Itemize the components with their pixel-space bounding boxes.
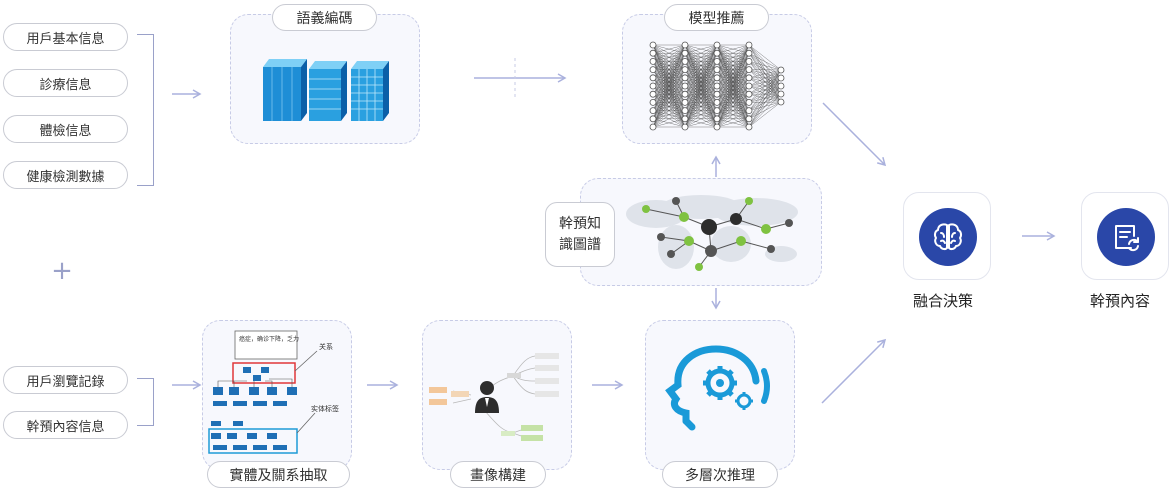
profile-building-panel	[422, 320, 572, 470]
nn-node	[745, 107, 753, 114]
knowledge-graph-icon	[626, 195, 798, 271]
nn-node	[649, 107, 657, 114]
nn-node	[681, 74, 689, 82]
input-diagnosis-info: 診療信息	[3, 69, 128, 97]
multi-level-reasoning-label: 多層次推理	[662, 461, 778, 488]
nn-node	[745, 49, 753, 57]
cube-stack-icon	[263, 59, 389, 121]
nn-node	[649, 99, 657, 106]
nn-node	[777, 74, 785, 82]
nn-node	[745, 115, 753, 123]
entity-diagram-icon: 癌症，确诊下降，乏力 关系 实体标签	[208, 330, 339, 454]
nn-node	[649, 82, 657, 90]
nn-node	[649, 58, 657, 65]
nn-node	[777, 90, 785, 98]
top-inputs-bracket	[137, 34, 154, 186]
nn-node	[649, 90, 657, 98]
relation-label: 关系	[319, 342, 333, 351]
nn-node	[713, 74, 721, 82]
model-recommendation-label: 模型推薦	[664, 4, 769, 31]
nn-node	[713, 58, 721, 65]
profile-building-label: 畫像構建	[450, 461, 546, 488]
input-user-basic-info: 用戶基本信息	[3, 23, 128, 51]
knowledge-graph-panel	[580, 178, 822, 286]
extraction-note: 癌症，确诊下降，乏力	[239, 335, 299, 343]
nn-node	[649, 115, 657, 123]
nn-node	[649, 41, 657, 49]
nn-node	[713, 99, 721, 106]
knowledge-graph-label: 幹預知 識圖譜	[545, 202, 615, 267]
nn-node	[777, 66, 785, 74]
nn-node	[713, 66, 721, 73]
intervention-content-label: 幹預內容	[1090, 292, 1151, 310]
input-health-data: 健康檢測數據	[3, 161, 128, 189]
semantic-encoding-label: 語義編碼	[272, 4, 377, 31]
plus-sign: +	[51, 256, 73, 286]
brain-icon	[919, 208, 977, 266]
nn-node	[713, 115, 721, 123]
nn-node	[713, 82, 721, 90]
entity-extraction-label: 實體及關系抽取	[207, 461, 350, 488]
entity-extraction-panel: 癌症，确诊下降，乏力 关系 实体标签	[202, 320, 352, 470]
nn-node	[713, 49, 721, 57]
fusion-decision-label: 融合決策	[913, 292, 974, 310]
nn-node	[681, 123, 689, 131]
nn-node	[745, 66, 753, 73]
input-checkup-info: 體檢信息	[3, 115, 128, 143]
nn-node	[713, 123, 721, 131]
model-recommendation-panel	[622, 14, 812, 144]
bottom-inputs-bracket	[137, 378, 154, 426]
nn-node	[681, 58, 689, 65]
nn-node	[713, 90, 721, 98]
mindmap-icon	[429, 353, 559, 441]
fusion-decision-box	[903, 192, 991, 280]
neural-network-icon	[649, 41, 785, 131]
knowledge-graph-label-line2: 識圖譜	[559, 236, 601, 253]
head-gear-icon	[665, 345, 770, 431]
input-browsing-history: 用戶瀏覽記錄	[3, 366, 128, 394]
input-intervention-content-info: 幹預內容信息	[3, 411, 128, 439]
nn-node	[681, 82, 689, 90]
nn-node	[777, 98, 785, 106]
nn-node	[745, 74, 753, 82]
person-icon	[475, 381, 499, 413]
nn-node	[713, 41, 721, 49]
nn-node	[681, 41, 689, 49]
nn-node	[649, 66, 657, 73]
document-refresh-icon	[1097, 208, 1155, 266]
intervention-content-box	[1081, 192, 1169, 280]
nn-node	[681, 115, 689, 123]
nn-node	[649, 123, 657, 131]
bracket-line	[137, 378, 153, 379]
nn-node	[713, 107, 721, 114]
nn-node	[745, 41, 753, 49]
nn-node	[649, 49, 657, 57]
nn-node	[681, 99, 689, 106]
nn-node	[745, 123, 753, 131]
nn-node	[681, 107, 689, 114]
semantic-encoding-panel	[230, 14, 420, 144]
nn-node	[681, 90, 689, 98]
nn-node	[745, 58, 753, 65]
entity-label: 实体标签	[311, 404, 339, 413]
nn-node	[745, 99, 753, 106]
nn-node	[681, 66, 689, 73]
nn-node	[777, 82, 785, 90]
knowledge-graph-label-line1: 幹預知	[559, 215, 601, 232]
nn-node	[649, 74, 657, 82]
arrow-reasoning-to-fusion	[821, 338, 887, 404]
nn-node	[745, 90, 753, 98]
nn-node	[745, 82, 753, 90]
arrow-model-to-fusion	[822, 102, 887, 167]
nn-node	[681, 49, 689, 57]
multi-level-reasoning-panel	[645, 320, 795, 470]
